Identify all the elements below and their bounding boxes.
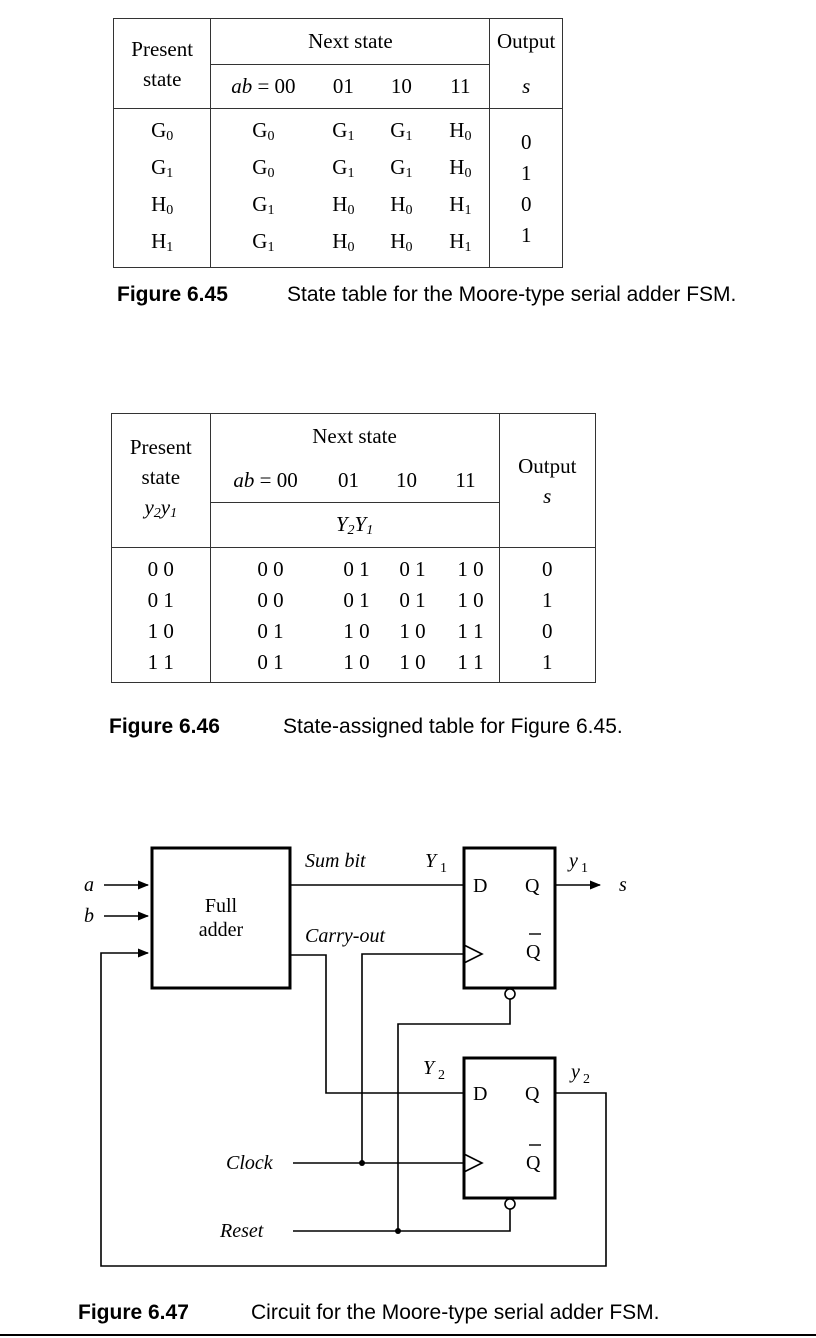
clock-branch-wire — [361, 953, 464, 1163]
page-bottom-rule — [0, 1334, 816, 1336]
present-state-header: Present state — [112, 18, 212, 109]
ff2-reset-bubble — [504, 1198, 516, 1210]
ff2-q-label: Q — [525, 1083, 540, 1105]
ff2-clock-triangle — [463, 1153, 484, 1173]
svg-text:1: 1 — [581, 861, 588, 876]
col-ab: ab = 00 — [233, 467, 298, 492]
state-table-6-45: Present state Next state Output ab = 00 … — [112, 18, 563, 268]
ff1-clock-triangle — [463, 944, 484, 964]
y2-label: y — [569, 1061, 580, 1083]
figure-caption-text: State-assigned table for Figure 6.45. — [283, 715, 623, 738]
input-a-label: a — [84, 874, 94, 896]
output-column: 0 1 0 1 — [489, 108, 563, 268]
figure-caption-6-46: Figure 6.46 State-assigned table for Figu… — [109, 715, 623, 739]
output-s-header: s — [489, 64, 563, 109]
carry-out-label: Carry-out — [305, 925, 385, 947]
flip-flop-1 — [462, 846, 557, 990]
present-state-row: H0 — [151, 192, 174, 218]
figure-caption-text: State table for the Moore-type serial ad… — [287, 283, 737, 306]
next-state-var-header: Y2Y1 — [210, 502, 500, 548]
input-columns-header: ab = 00 01 10 11 — [210, 64, 491, 109]
figure-label: Figure 6.47 — [78, 1301, 189, 1324]
reset-junction-dot — [395, 1228, 401, 1234]
svg-text:2: 2 — [438, 1068, 445, 1083]
clock-junction-dot — [359, 1160, 365, 1166]
full-adder-block — [150, 846, 292, 990]
figure-caption-6-47: Figure 6.47 Circuit for the Moore-type se… — [78, 1301, 659, 1325]
output-s-label: s — [619, 874, 627, 896]
output-header: Output — [489, 18, 563, 65]
svg-text:1: 1 — [440, 861, 447, 876]
present-state-row: G0 — [151, 118, 174, 144]
present-state-row: G1 — [151, 155, 174, 181]
reset-branch-wire — [397, 999, 511, 1231]
reset-label: Reset — [219, 1220, 264, 1242]
output-column: 0 1 0 1 — [499, 547, 597, 683]
clock-label: Clock — [226, 1152, 274, 1174]
serial-adder-circuit: a b Full adder Sum bit Carry-out Y 1 Y 2… — [84, 846, 627, 1267]
reset-wire — [293, 1209, 511, 1232]
figure-label: Figure 6.45 — [117, 283, 228, 306]
present-state-column: G0 G1 H0 H1 — [112, 108, 212, 268]
col-01: 01 — [332, 74, 354, 98]
ff1-d-label: D — [473, 875, 487, 897]
output-header: Output s — [499, 413, 597, 548]
flip-flop-2 — [462, 1056, 557, 1200]
carry-out-wire — [290, 954, 464, 1094]
sum-bit-label: Sum bit — [305, 850, 366, 872]
ff1-qbar-label: Q — [526, 941, 541, 963]
y1-label: y — [567, 850, 578, 872]
ff2-d-label: D — [473, 1083, 487, 1105]
figure-caption-6-45: Figure 6.45 State table for the Moore-typ… — [117, 283, 736, 307]
svg-text:2: 2 — [583, 1072, 590, 1087]
present-state-column: 0 0 0 1 1 0 1 1 — [111, 547, 211, 683]
col-11: 11 — [450, 74, 471, 98]
present-state-header: Present state y2y1 — [111, 413, 211, 548]
col-10: 10 — [396, 467, 418, 492]
next-state-header: Next state — [210, 18, 491, 65]
ff1-q-label: Q — [525, 875, 540, 897]
feedback-wire — [100, 948, 607, 1267]
present-state-row: H1 — [151, 229, 174, 255]
col-11: 11 — [455, 467, 476, 492]
col-01: 01 — [338, 467, 360, 492]
input-b-label: b — [84, 905, 94, 927]
ff1-reset-bubble — [504, 988, 516, 1000]
Y1-label: Y — [425, 850, 438, 872]
col-ab: ab = 00 — [231, 74, 296, 98]
full-adder-label-2: adder — [199, 919, 244, 941]
figure-caption-text: Circuit for the Moore-type serial adder … — [251, 1301, 660, 1324]
input-columns-header: ab = 00 01 10 11 — [210, 458, 500, 503]
next-state-header: Next state — [210, 413, 500, 459]
full-adder-label-1: Full — [205, 895, 238, 917]
Y2-label: Y — [423, 1057, 436, 1079]
figure-label: Figure 6.46 — [109, 715, 220, 738]
ff2-qbar-label: Q — [526, 1152, 541, 1174]
col-10: 10 — [390, 74, 412, 98]
state-assigned-table-6-46: Present state y2y1 Next state Output s a… — [111, 413, 597, 683]
